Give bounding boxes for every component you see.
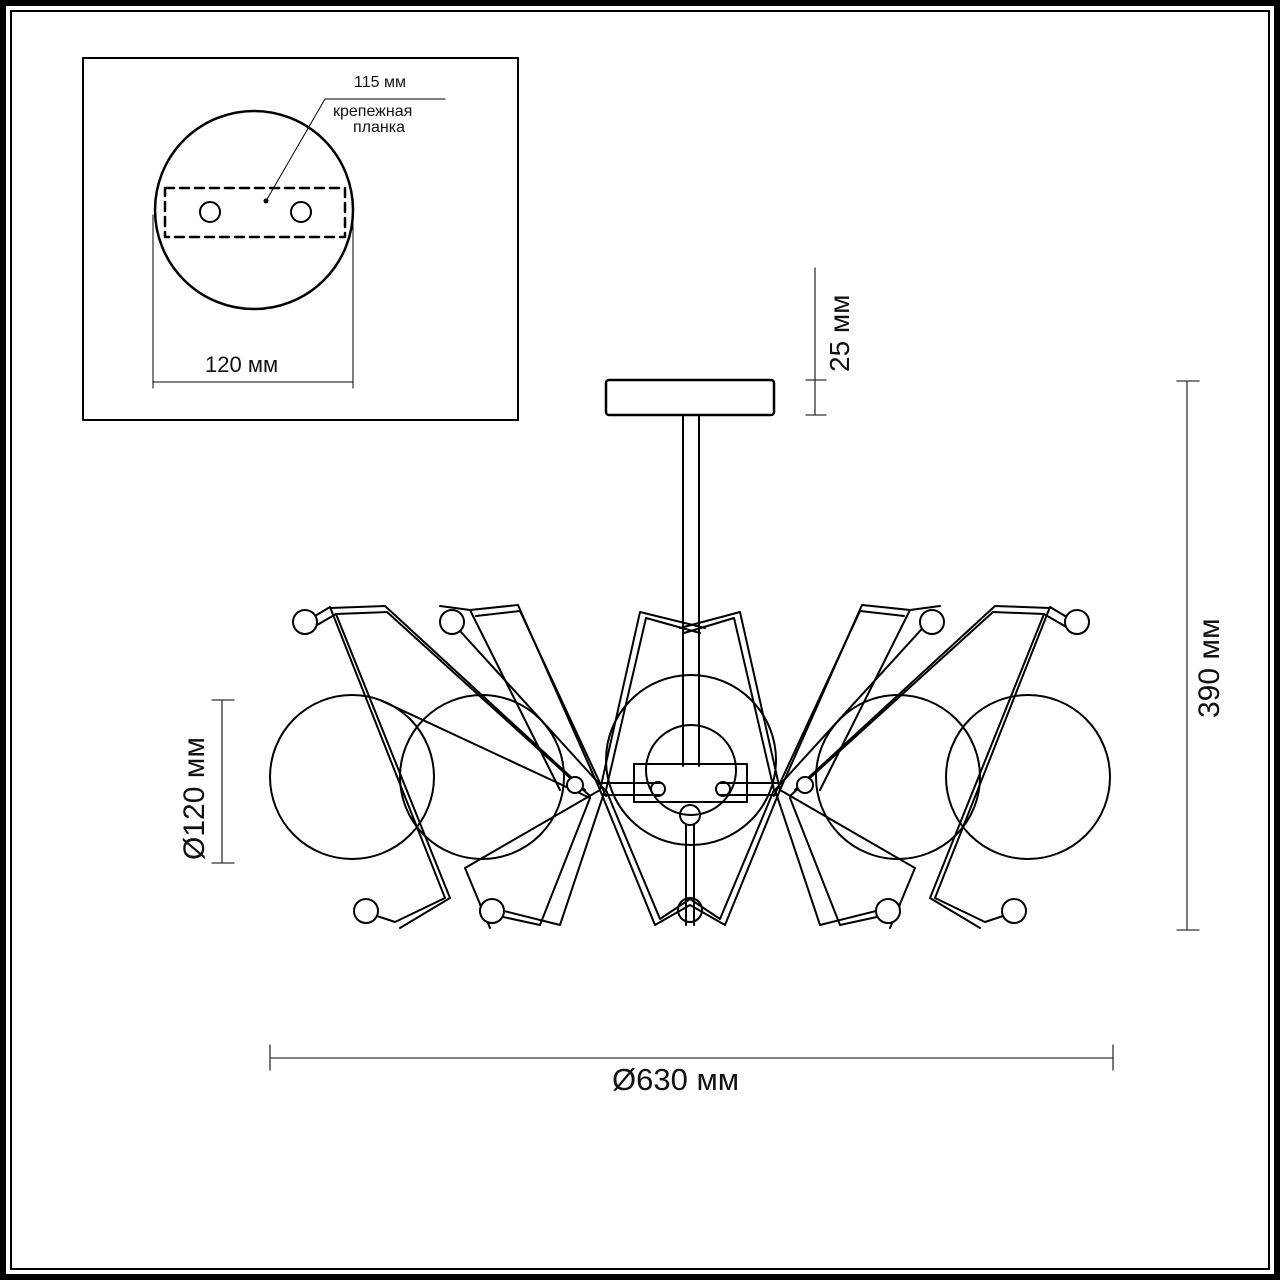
mount-plate-circle xyxy=(153,109,355,311)
globe-5 xyxy=(945,694,1111,860)
inset-box xyxy=(82,57,519,421)
screw-hole-right xyxy=(290,201,312,223)
mount-bracket-dashed xyxy=(163,186,347,239)
total-diameter-label: Ø630 мм xyxy=(612,1062,740,1097)
inner-border xyxy=(10,10,1270,1270)
canopy xyxy=(604,378,776,417)
shade-diameter-label: Ø120 мм xyxy=(178,737,211,860)
total-height-label: 390 мм xyxy=(1193,618,1226,718)
canopy-height-label: 25 мм xyxy=(824,294,855,372)
screw-hole-left xyxy=(199,201,221,223)
bracket-caption-line2: планка xyxy=(353,119,405,136)
globe-1 xyxy=(269,694,435,860)
bracket-length-label: 115 мм xyxy=(354,74,406,91)
plate-diameter-label: 120 мм xyxy=(205,352,279,377)
bracket-caption-line1: крепежная xyxy=(333,103,413,120)
